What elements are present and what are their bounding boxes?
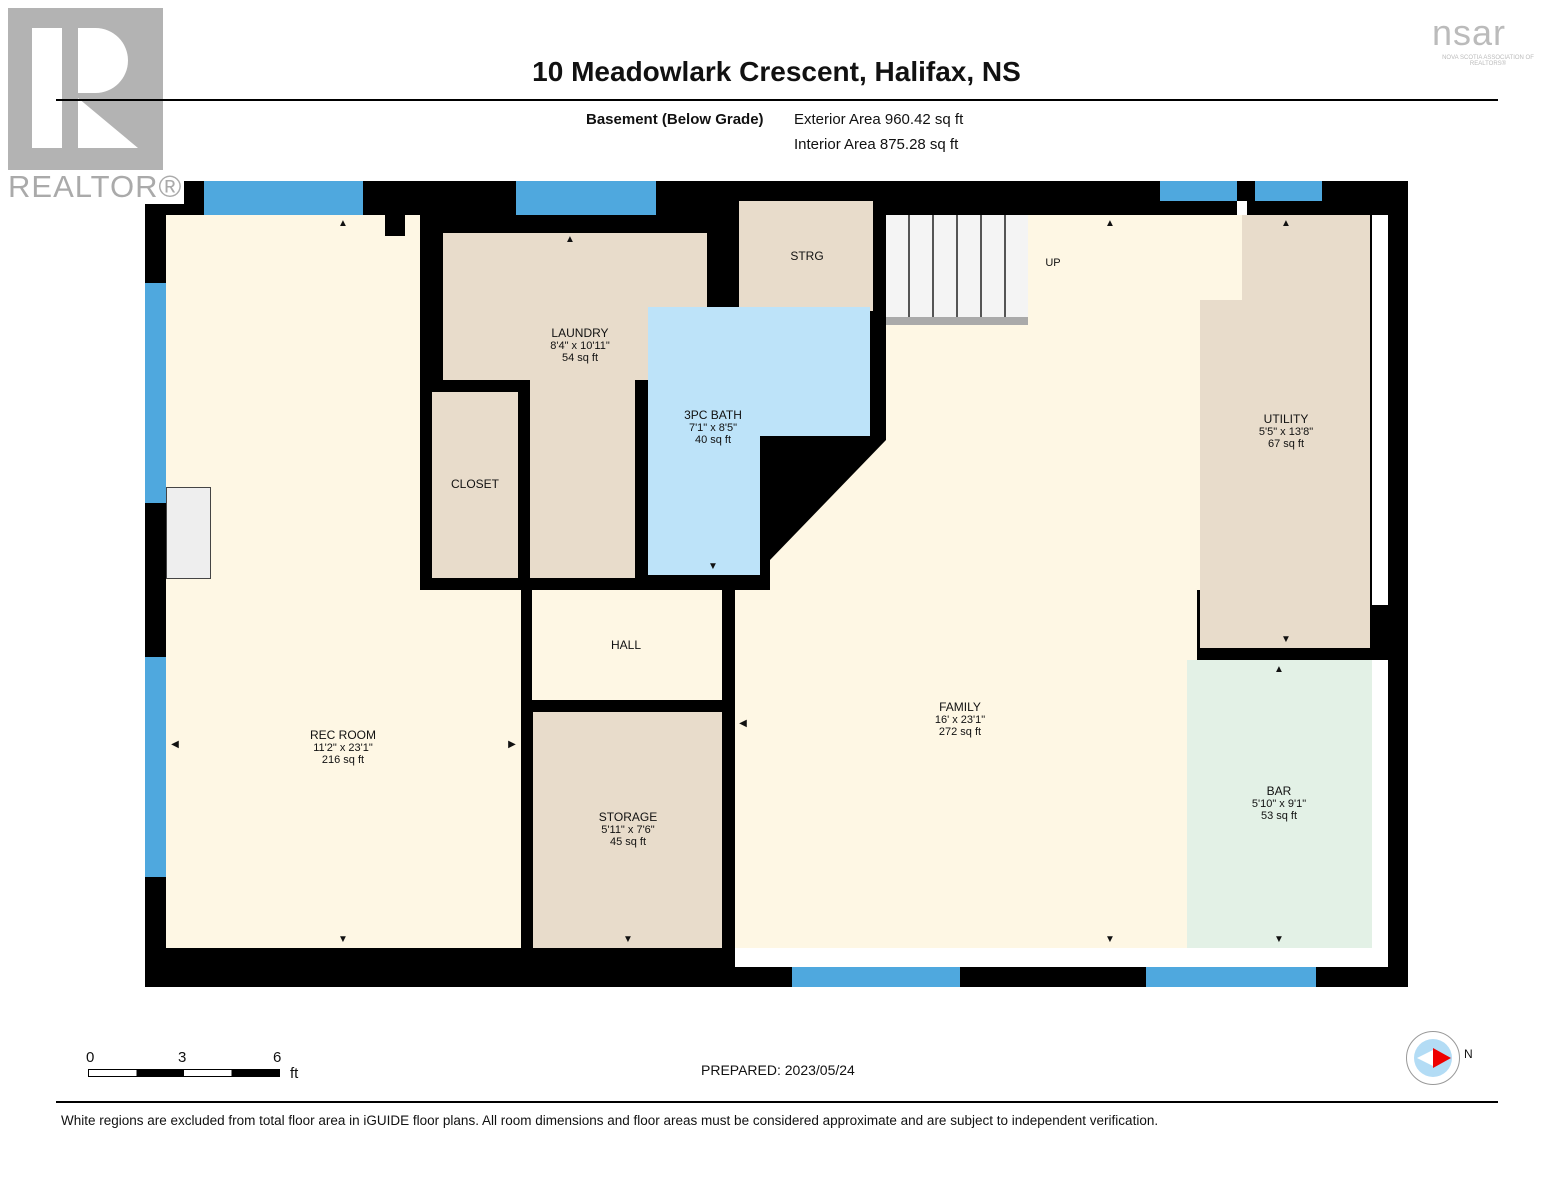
dimension-arrow-icon: ▶ — [508, 739, 516, 750]
dimension-arrow-icon: ◀ — [739, 718, 747, 729]
closet-floor — [432, 392, 518, 578]
realtor-logo — [8, 8, 163, 170]
prepared-date: PREPARED: 2023/05/24 — [701, 1062, 855, 1078]
stairs-up-label: UP — [1045, 257, 1061, 269]
strg-floor — [739, 201, 873, 311]
window — [1146, 967, 1316, 987]
fireplace — [166, 487, 211, 579]
window — [1160, 181, 1237, 201]
storage-floor — [533, 712, 722, 948]
excluded-region — [735, 948, 1388, 967]
compass-icon — [1406, 1031, 1460, 1085]
bar-floor — [1187, 660, 1372, 948]
interior-area: Interior Area 875.28 sq ft — [794, 136, 959, 153]
footer-rule — [56, 1101, 1498, 1103]
dimension-arrow-icon: ▲ — [565, 234, 575, 245]
dimension-arrow-icon: ▲ — [1274, 664, 1284, 675]
dimension-arrow-icon: ▼ — [708, 561, 718, 572]
bath-floor — [648, 307, 870, 436]
hall-floor — [532, 590, 722, 700]
dimension-arrow-icon: ▲ — [1105, 218, 1115, 229]
dimension-arrow-icon: ▼ — [1105, 934, 1115, 945]
dimension-arrow-icon: ▼ — [1281, 634, 1291, 645]
dimension-arrow-icon: ▲ — [1281, 218, 1291, 229]
scale-tick-0: 0 — [86, 1049, 95, 1066]
page-title: 10 Meadowlark Crescent, Halifax, NS — [532, 56, 1021, 87]
window — [1255, 181, 1322, 201]
window — [792, 967, 960, 987]
stairs[interactable] — [886, 215, 1028, 325]
dimension-arrow-icon: ▲ — [338, 218, 348, 229]
compass-north-label: N — [1464, 1047, 1473, 1061]
nsar-logo: nsar — [1432, 12, 1507, 53]
dimension-arrow-icon: ▼ — [338, 934, 348, 945]
window — [516, 181, 656, 215]
room-hall: HALL — [610, 638, 642, 652]
scale-bar — [88, 1069, 280, 1077]
dimension-arrow-icon: ◀ — [171, 739, 179, 750]
level-name: Basement (Below Grade) — [586, 111, 764, 128]
dimension-arrow-icon: ▼ — [1274, 934, 1284, 945]
scale-tick-3: 3 — [178, 1049, 187, 1066]
exterior-area: Exterior Area 960.42 sq ft — [794, 111, 964, 128]
nsar-logo-subtitle: NOVA SCOTIA ASSOCIATION OF REALTORS® — [1442, 55, 1534, 67]
window — [204, 181, 363, 215]
room-strg: STRG — [790, 249, 824, 263]
rec-room-floor — [166, 215, 420, 948]
realtor-logo-text: REALTOR® — [8, 169, 185, 204]
family-floor — [735, 590, 1187, 948]
scale-unit: ft — [290, 1065, 299, 1082]
window — [145, 657, 166, 877]
window — [145, 283, 166, 503]
header-rule — [56, 99, 1498, 101]
footer-disclaimer: White regions are excluded from total fl… — [61, 1113, 1159, 1128]
room-closet: CLOSET — [450, 477, 500, 491]
scale-tick-6: 6 — [273, 1049, 282, 1066]
dimension-arrow-icon: ▼ — [623, 934, 633, 945]
